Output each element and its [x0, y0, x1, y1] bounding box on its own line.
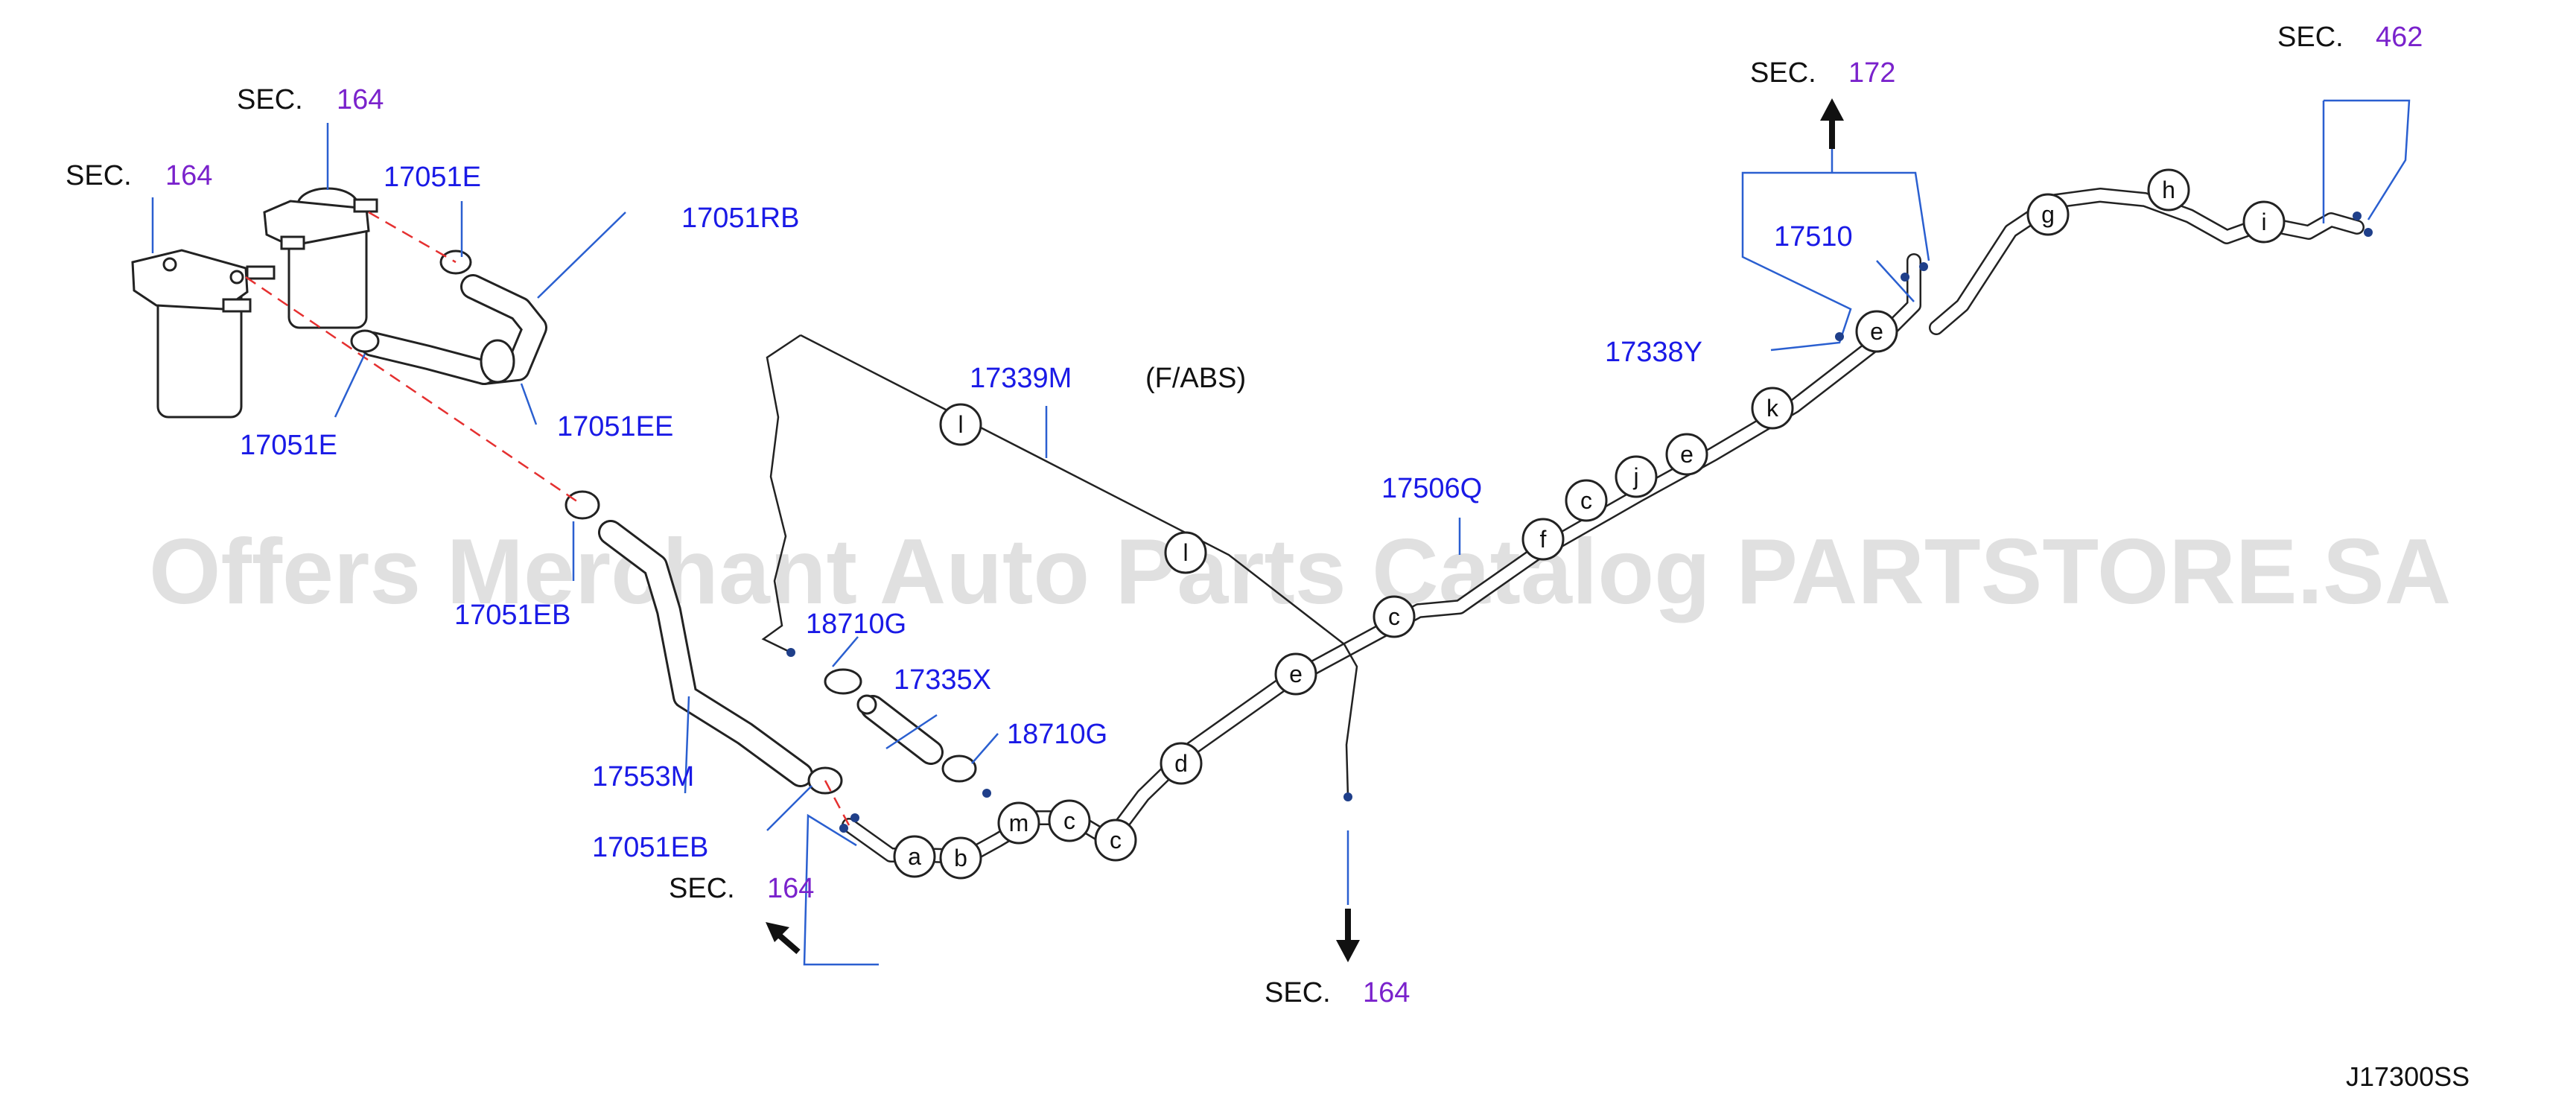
- circle-label-d: d: [1160, 742, 1203, 785]
- svg-text:m: m: [1009, 810, 1029, 836]
- circle-label-c: c: [1094, 819, 1137, 862]
- circle-label-b: b: [939, 836, 982, 880]
- svg-text:SEC.: SEC.: [2277, 22, 2344, 53]
- sec-ref-172: SEC. 172: [1750, 57, 1895, 89]
- part-label-17051ee: 17051EE: [557, 411, 673, 442]
- svg-text:a: a: [908, 843, 921, 870]
- svg-text:c: c: [1110, 827, 1122, 854]
- svg-text:j: j: [1632, 463, 1638, 490]
- svg-text:f: f: [1540, 526, 1547, 553]
- sec-ref-164-bottom-left: SEC. 164: [669, 873, 814, 904]
- part-label-17051e-bottom: 17051E: [240, 430, 337, 461]
- part-label-18710g-top: 18710G: [806, 608, 906, 640]
- fuel-filter-right: [263, 187, 378, 329]
- fuel-filter-left: [131, 249, 276, 419]
- hose-17553m: [598, 520, 813, 787]
- part-label-17338y: 17338Y: [1605, 337, 1702, 368]
- svg-text:c: c: [1580, 487, 1592, 514]
- circle-label-k: k: [1751, 387, 1794, 430]
- svg-text:d: d: [1174, 750, 1188, 777]
- svg-text:e: e: [1680, 441, 1694, 468]
- part-label-17339m: 17339M: [970, 363, 1072, 394]
- leader-lines: [151, 99, 2411, 966]
- circle-label-j: j: [1615, 455, 1658, 498]
- svg-text:164: 164: [165, 160, 212, 191]
- dashed-alignment-lines: [245, 211, 850, 826]
- part-label-17506q: 17506Q: [1381, 473, 1482, 504]
- svg-text:164: 164: [1363, 977, 1410, 1008]
- svg-text:l: l: [958, 411, 963, 438]
- circle-label-e: e: [1274, 652, 1317, 696]
- circle-label-f: f: [1521, 518, 1565, 561]
- svg-text:SEC.: SEC.: [66, 160, 132, 191]
- circle-label-c: c: [1373, 595, 1416, 638]
- svg-text:h: h: [2162, 177, 2175, 203]
- clamp-icon: [350, 250, 977, 795]
- circle-label-i: i: [2242, 200, 2286, 244]
- part-label-18710g-bottom: 18710G: [1007, 719, 1107, 750]
- svg-text:b: b: [954, 845, 967, 871]
- rear-fuel-pipe: [1929, 188, 2364, 335]
- svg-text:l: l: [1183, 539, 1188, 566]
- svg-text:c: c: [1388, 603, 1400, 630]
- circle-label-m: m: [997, 801, 1040, 845]
- circle-label-e: e: [1855, 310, 1898, 353]
- circle-label-l: l: [1164, 531, 1207, 574]
- svg-text:e: e: [1870, 318, 1883, 345]
- svg-text:SEC.: SEC.: [1265, 977, 1331, 1008]
- hose-17335x: [856, 694, 944, 765]
- svg-text:164: 164: [767, 873, 814, 904]
- svg-text:k: k: [1766, 395, 1779, 422]
- svg-text:172: 172: [1848, 57, 1895, 89]
- part-label-17051eb-bottom: 17051EB: [592, 832, 708, 863]
- circle-label-c: c: [1565, 479, 1608, 522]
- svg-text:SEC.: SEC.: [1750, 57, 1816, 89]
- part-label-17051e-top: 17051E: [384, 162, 481, 193]
- svg-text:SEC.: SEC.: [237, 84, 303, 115]
- arrow-down-icon: [1336, 909, 1360, 962]
- diagram-code: J17300SS: [2346, 1061, 2470, 1092]
- endpoint-dots: [786, 212, 2373, 833]
- sec-ref-164-left: SEC. 164: [66, 160, 212, 191]
- part-label-17553m: 17553M: [592, 761, 694, 792]
- svg-text:SEC.: SEC.: [669, 873, 735, 904]
- svg-text:g: g: [2041, 201, 2055, 228]
- circle-label-a: a: [893, 835, 936, 878]
- watermark: Offers Merchant Auto Parts Catalog PARTS…: [149, 521, 2451, 623]
- svg-text:462: 462: [2376, 22, 2423, 53]
- hose-17051ee: [360, 331, 515, 385]
- sec-ref-164-bottom: SEC. 164: [1265, 977, 1410, 1008]
- circle-label-h: h: [2147, 168, 2190, 212]
- part-label-17051rb: 17051RB: [681, 203, 799, 234]
- part-label-17510: 17510: [1774, 221, 1853, 252]
- svg-text:c: c: [1063, 807, 1075, 834]
- part-label-17335x: 17335X: [894, 664, 991, 696]
- sec-ref-462: SEC. 462: [2277, 22, 2423, 53]
- svg-text:e: e: [1289, 661, 1303, 687]
- arrow-up-icon: [1820, 98, 1844, 149]
- svg-text:i: i: [2261, 209, 2266, 235]
- part-label-17051eb-top: 17051EB: [454, 600, 570, 631]
- circle-label-l: l: [939, 403, 982, 446]
- note-f-abs: (F/ABS): [1145, 363, 1246, 394]
- circle-label-c: c: [1048, 799, 1091, 842]
- arrow-up-left-icon: [766, 922, 801, 955]
- sec-ref-164-top: SEC. 164: [237, 84, 384, 115]
- circle-label-g: g: [2026, 193, 2070, 236]
- brake-tube-line: [761, 334, 1358, 798]
- circle-label-e: e: [1665, 433, 1708, 476]
- svg-text:164: 164: [337, 84, 384, 115]
